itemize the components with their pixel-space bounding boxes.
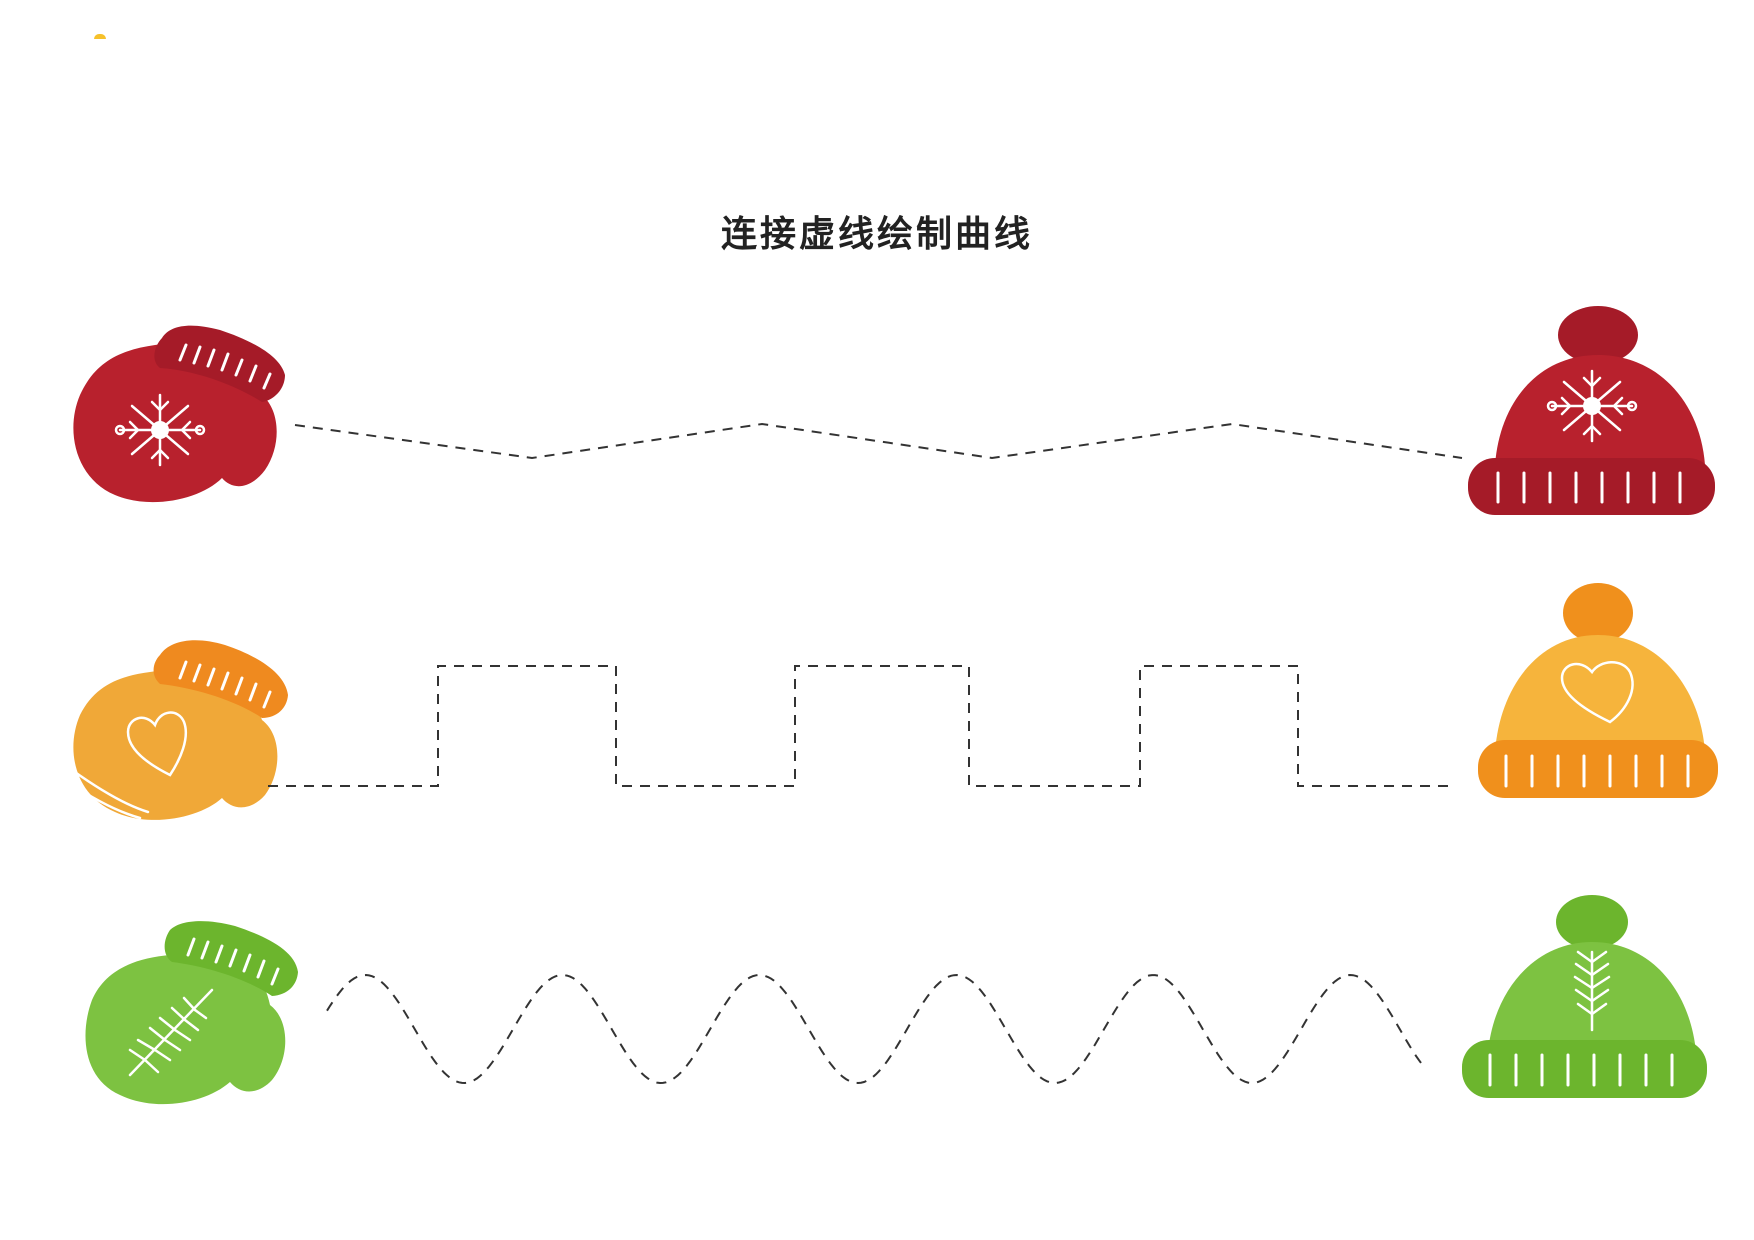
worksheet-title: 连接虚线绘制曲线 bbox=[720, 214, 1033, 255]
pine-branch-icon bbox=[1573, 950, 1611, 1032]
heart-icon bbox=[1560, 661, 1634, 724]
mitten-body bbox=[85, 952, 286, 1105]
hat-brim bbox=[1468, 458, 1715, 515]
mitten-cuff bbox=[153, 640, 288, 718]
corner-dot-decoration bbox=[94, 34, 106, 39]
hat-crown bbox=[1495, 635, 1705, 752]
hat-red bbox=[1468, 306, 1715, 515]
mitten-stripes bbox=[66, 768, 150, 820]
heart-icon bbox=[126, 711, 187, 777]
hat-green bbox=[1462, 895, 1707, 1098]
hat-brim bbox=[1478, 740, 1718, 798]
mitten-cuff-ribs bbox=[178, 660, 272, 709]
hat-brim-ribs bbox=[1496, 471, 1682, 504]
snowflake-icon bbox=[1546, 369, 1638, 443]
wave-trace-line[interactable] bbox=[326, 973, 1426, 1085]
hat-orange bbox=[1478, 583, 1718, 798]
square-wave-trace-line[interactable] bbox=[268, 665, 1450, 787]
mitten-cuff-ribs bbox=[178, 343, 272, 390]
hat-pompom bbox=[1563, 583, 1633, 643]
mitten-green bbox=[85, 921, 298, 1105]
mitten-cuff-ribs bbox=[186, 937, 280, 986]
mitten-orange bbox=[66, 640, 288, 820]
hat-brim-ribs bbox=[1504, 754, 1690, 788]
hat-brim bbox=[1462, 1040, 1707, 1098]
zigzag-trace-line[interactable] bbox=[294, 422, 1463, 460]
mitten-red bbox=[73, 325, 285, 503]
pine-branch-icon bbox=[128, 988, 214, 1077]
hat-brim-ribs bbox=[1488, 1053, 1674, 1087]
hat-pompom bbox=[1556, 895, 1628, 949]
snowflake-icon bbox=[114, 393, 206, 467]
mitten-body bbox=[73, 669, 278, 820]
hat-pompom bbox=[1558, 306, 1638, 364]
